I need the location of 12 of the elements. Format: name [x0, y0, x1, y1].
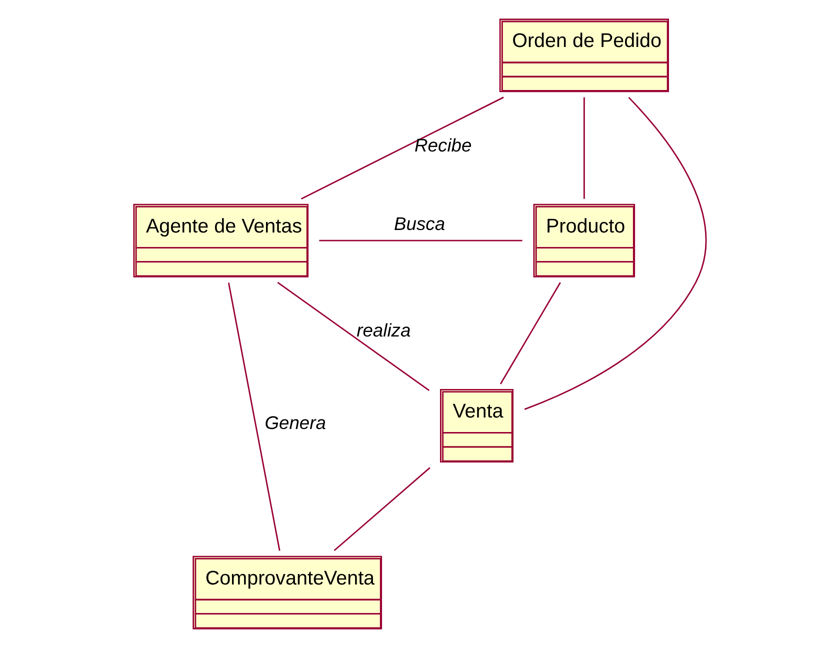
connector: [500, 282, 561, 384]
edge-label: Recibe: [414, 134, 472, 156]
edge-label: Genera: [264, 412, 326, 434]
connector: [300, 96, 504, 200]
connector: [524, 96, 706, 410]
edge-label: Busca: [394, 212, 446, 234]
connector: [277, 282, 430, 391]
edge-label: realiza: [356, 320, 411, 341]
connector: [228, 282, 280, 551]
connector: [583, 97, 585, 199]
connector: [319, 240, 522, 242]
connector: [334, 467, 430, 552]
